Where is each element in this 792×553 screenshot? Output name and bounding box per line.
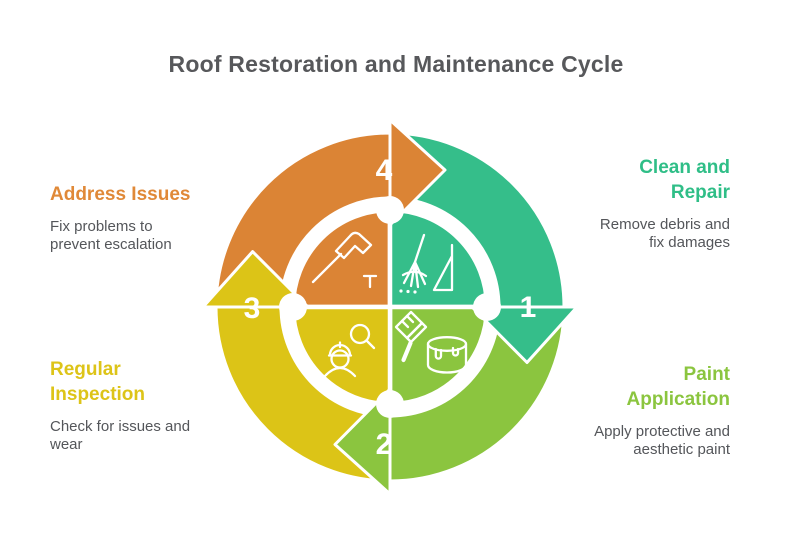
inspector-shoulders — [323, 366, 357, 378]
arrowhead-step-4 — [388, 118, 447, 227]
step-number-4: 4 — [376, 154, 393, 187]
dust-dot — [413, 290, 417, 294]
notch-west — [279, 293, 307, 321]
step-title-1-line2: Repair — [670, 182, 730, 203]
step-title-2: Paint Application — [515, 362, 730, 412]
notch-south — [376, 390, 404, 418]
magnifier-lens — [349, 323, 371, 345]
hammer-head — [334, 231, 373, 260]
hard-hat — [327, 341, 353, 357]
step-description-4: Fix problems to prevent escalation — [50, 218, 172, 253]
brush-ferrule — [405, 321, 428, 344]
step-label-1: Clean and Repair Remove debris and fix d… — [515, 155, 730, 251]
paint-drip — [434, 347, 443, 360]
step-title-3-line1: Regular — [50, 359, 121, 380]
step-description-2: Apply protective and aesthetic paint — [594, 423, 730, 458]
inspector-magnifier-icon — [323, 323, 376, 378]
step-title-4-line1: Address Issues — [50, 184, 191, 205]
brush-bristle-lines — [400, 314, 415, 329]
step-title-3-line2: Inspection — [50, 384, 146, 405]
step-description-3: Check for issues and wear — [50, 418, 191, 453]
hammer-handle — [311, 252, 343, 284]
paint-can-body — [426, 342, 468, 374]
center-disk — [290, 207, 490, 407]
notch-north — [376, 196, 404, 224]
step-title-1-line1: Clean and — [639, 157, 730, 178]
step-label-3: Regular Inspection Check for issues and … — [50, 357, 265, 453]
step-number-1: 1 — [520, 291, 537, 324]
magnifier-handle — [365, 339, 376, 350]
cycle-arrowheads — [201, 118, 579, 496]
arrowhead-step-3 — [201, 250, 310, 309]
socket-notches — [279, 196, 501, 418]
broom-sweep-icon — [399, 233, 454, 294]
paint-drip — [451, 346, 460, 357]
brush-handle — [401, 340, 413, 363]
step-label-4: Address Issues Fix problems to prevent e… — [50, 182, 265, 253]
nail — [362, 274, 378, 289]
step-title-1: Clean and Repair — [515, 155, 730, 205]
arrowhead-step-1 — [470, 305, 579, 364]
step-number-2: 2 — [376, 428, 393, 461]
step-title-2-line2: Application — [626, 389, 730, 410]
dust-dot — [406, 289, 410, 294]
step-title-2-line1: Paint — [683, 364, 730, 385]
step-label-2: Paint Application Apply protective and a… — [515, 362, 730, 458]
step-numbers: 1 2 3 4 — [244, 154, 537, 461]
step-title-3: Regular Inspection — [50, 357, 265, 407]
notch-east — [473, 293, 501, 321]
broom-handle — [413, 233, 426, 264]
broom-band — [401, 270, 428, 278]
cycle-diagram: 1 2 3 4 — [201, 118, 579, 496]
step-title-4: Address Issues — [50, 182, 265, 207]
step-number-3: 3 — [244, 292, 261, 325]
step-description-1: Remove debris and fix damages — [599, 216, 730, 251]
corner-wall — [432, 243, 454, 292]
hammer-nail-icon — [311, 231, 378, 289]
arrowhead-step-2 — [333, 387, 392, 496]
dust-dot — [399, 289, 403, 293]
page-title: Roof Restoration and Maintenance Cycle — [168, 51, 624, 77]
paintbrush-can-icon — [394, 310, 468, 374]
